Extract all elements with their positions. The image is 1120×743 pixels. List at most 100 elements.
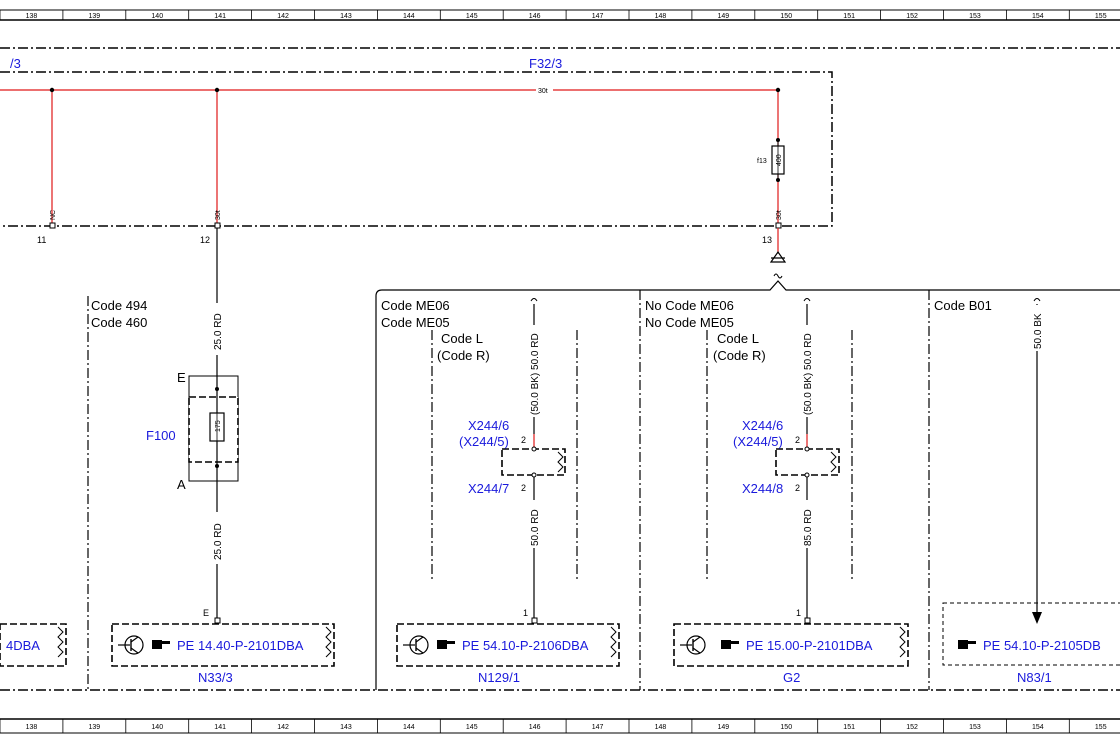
svg-text:4DBA: 4DBA [6, 638, 40, 653]
ruler-number: 138 [26, 724, 38, 731]
svg-text:12: 12 [200, 235, 210, 245]
pointing-hand-icon [721, 640, 739, 649]
ruler-number: 143 [340, 724, 352, 731]
ruler-number: 150 [780, 13, 792, 20]
ruler-number: 147 [592, 724, 604, 731]
ruler-number: 147 [592, 13, 604, 20]
svg-text:1: 1 [796, 608, 801, 618]
fusebox-frame [0, 71, 833, 227]
ruler-number: 151 [843, 724, 855, 731]
ruler-number: 143 [340, 13, 352, 20]
pointing-hand-icon [152, 640, 170, 649]
fuse-f100-label: F100 [146, 428, 176, 443]
wire-label: 25.0 RD [213, 313, 224, 350]
wire-label: 85.0 RD [803, 509, 814, 546]
transistor-icon [680, 635, 706, 655]
ruler-number: 140 [151, 13, 163, 20]
ruler-number: 155 [1095, 724, 1107, 731]
component-box[interactable]: PE 54.10-P-2105DB [942, 602, 1120, 666]
ruler-number: 139 [89, 724, 101, 731]
wire-label: 50.0 BK [1033, 313, 1044, 349]
distribution-line [375, 280, 1120, 690]
component-box[interactable]: PE 14.40-P-2101DBA [111, 623, 335, 667]
connector-label: X244/6 [468, 418, 509, 433]
pin-12: 30t 12 [200, 210, 222, 245]
transistor-icon [118, 635, 144, 655]
code-label: Code L [441, 331, 483, 346]
connector-wave-icon [557, 451, 564, 473]
bus-label-bg [536, 85, 553, 95]
code-label: (Code R) [437, 348, 490, 363]
component-name: N129/1 [478, 670, 520, 685]
fusebox-label: F32/3 [529, 56, 562, 71]
connector-label: X244/6 [742, 418, 783, 433]
bus-label: 30t [538, 88, 548, 95]
transistor-icon [403, 635, 429, 655]
code-label: No Code ME06 [645, 298, 734, 313]
connector-label: (X244/5) [459, 434, 509, 449]
component-name: N33/3 [198, 670, 233, 685]
svg-text:2: 2 [521, 435, 526, 445]
arrow-down-icon [1032, 612, 1042, 624]
svg-text:2: 2 [795, 435, 800, 445]
ruler-number: 144 [403, 724, 415, 731]
ruler-number: 152 [906, 724, 918, 731]
wire-label: 25.0 RD [213, 523, 224, 560]
pin-13: 30t 13 [762, 210, 783, 245]
fuse-f13[interactable] [771, 138, 785, 182]
component-box[interactable]: PE 54.10-P-2106DBA [396, 623, 620, 667]
svg-text:30t: 30t [776, 210, 783, 220]
svg-text:30t: 30t [215, 210, 222, 220]
junction-dot [775, 87, 781, 93]
code-label: Code 494 [91, 298, 147, 313]
warning-triangle-icon [769, 250, 787, 263]
ruler-number: 138 [26, 13, 38, 20]
wire-label: (50.0 BK) 50.0 RD [530, 333, 541, 415]
connector-wave-icon [830, 451, 837, 473]
ruler-number: 155 [1095, 13, 1107, 20]
component-box[interactable]: PE 15.00-P-2101DBA [673, 623, 909, 667]
ruler-number: 151 [843, 13, 855, 20]
svg-text:11: 11 [37, 235, 46, 245]
junction-dot [49, 87, 55, 93]
fusebox-left-label: /3 [10, 56, 21, 71]
ruler-number: 150 [780, 724, 792, 731]
code-label: No Code ME05 [645, 315, 734, 330]
code-label: Code 460 [91, 315, 147, 330]
wire-label: (50.0 BK) 50.0 RD [803, 333, 814, 415]
svg-text:E: E [203, 608, 209, 618]
code-label: (Code R) [713, 348, 766, 363]
ruler-number: 142 [277, 13, 289, 20]
ruler-number: 141 [214, 724, 226, 731]
svg-text:PE 15.00-P-2101DBA: PE 15.00-P-2101DBA [746, 638, 873, 653]
code-label: Code ME06 [381, 298, 450, 313]
component-box[interactable]: 4DBA [0, 623, 67, 667]
ruler-number: 146 [529, 13, 541, 20]
ruler-number: 153 [969, 724, 981, 731]
ruler-number: 140 [151, 724, 163, 731]
connector-label: X244/8 [742, 481, 783, 496]
ruler-number: 141 [214, 13, 226, 20]
component-name: G2 [783, 670, 800, 685]
bus-30t [0, 89, 779, 223]
ruler-number: 142 [277, 724, 289, 731]
ruler-number: 145 [466, 724, 478, 731]
code-label: Code B01 [934, 298, 992, 313]
ruler-number: 148 [655, 13, 667, 20]
svg-text:PE 54.10-P-2106DBA: PE 54.10-P-2106DBA [462, 638, 589, 653]
fuse-f100-rating: 175 [215, 420, 222, 432]
pointing-hand-icon [437, 640, 455, 649]
fuse-f100[interactable] [188, 375, 239, 482]
pin-11: NC 11 [37, 210, 57, 245]
ruler-number: 139 [89, 13, 101, 20]
component-name: N83/1 [1017, 670, 1052, 685]
svg-text:1: 1 [523, 608, 528, 618]
break-icon [773, 273, 783, 279]
pointing-hand-icon [958, 640, 976, 649]
fuse-f100-bottom: A [177, 477, 186, 492]
connector-label: X244/7 [468, 481, 509, 496]
svg-text:13: 13 [762, 235, 772, 245]
fuse-f13-rating: 400 [776, 154, 783, 166]
